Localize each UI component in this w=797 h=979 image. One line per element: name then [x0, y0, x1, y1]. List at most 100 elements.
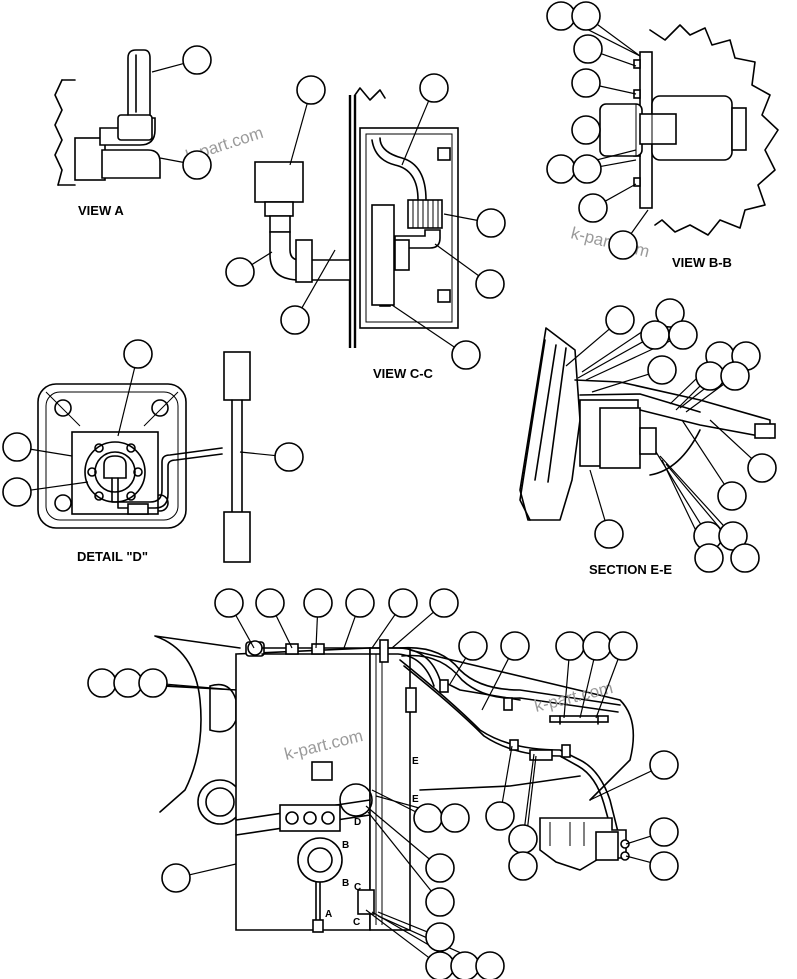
detail-d-plate-inner: [45, 391, 179, 521]
callout-balloon-33: [717, 481, 747, 511]
callout-balloon-30: [695, 361, 725, 391]
callout-leader-43: [371, 614, 396, 649]
section-e-title: SECTION E-E: [589, 562, 672, 577]
callout-leader-63: [367, 811, 432, 892]
view-c-bolt-1: [437, 147, 451, 161]
callout-balloon-51: [582, 631, 612, 661]
callout-balloon-50: [555, 631, 585, 661]
view-c-bolt-2: [437, 289, 451, 303]
detail-d-bolt-f: [126, 491, 136, 501]
view-b-clamp-inner: [639, 113, 677, 145]
callout-leader-65: [365, 909, 430, 959]
main-round-flange: [297, 837, 343, 883]
detail-d-corner-lines: [45, 391, 179, 427]
callout-balloon-64: [425, 922, 455, 952]
main-hose-clamp-2: [311, 643, 325, 655]
view-a-wall: [57, 79, 76, 186]
callout-balloon-56: [485, 801, 515, 831]
callout-balloon-16: [572, 154, 602, 184]
main-top-plug: [247, 640, 263, 656]
detail-d-hose-bottom: [223, 511, 251, 563]
callout-balloons: [2, 1, 777, 979]
callout-leader-47: [166, 683, 237, 691]
callout-leader-59: [189, 863, 237, 876]
callout-balloon-10: [546, 1, 576, 31]
view-c-pipe-coupling: [295, 239, 313, 283]
callout-balloon-47: [138, 668, 168, 698]
marker-e-top: E: [412, 756, 419, 767]
marker-d: D: [354, 817, 361, 828]
callout-balloon-4: [419, 73, 449, 103]
view-c-valve-nut: [264, 201, 294, 217]
callout-balloon-20: [2, 432, 32, 462]
callout-leader-42: [343, 615, 356, 649]
callout-balloon-49: [500, 631, 530, 661]
main-bolt-3: [321, 811, 335, 825]
callout-balloon-58: [508, 851, 538, 881]
view-a-elbow-lower: [101, 149, 161, 179]
main-bolt-2: [303, 811, 317, 825]
callout-balloon-8: [280, 305, 310, 335]
main-flange-foot: [312, 919, 324, 933]
callout-balloon-24: [655, 298, 685, 328]
view-c-wall: [348, 95, 357, 348]
callout-leader-11: [596, 23, 641, 57]
main-tank-window: [311, 761, 333, 781]
callout-balloon-18: [608, 230, 638, 260]
main-pump-head: [595, 831, 619, 861]
callout-balloon-6: [475, 269, 505, 299]
main-tank-side-lines: [375, 654, 383, 925]
detail-d-clip: [127, 503, 149, 515]
callout-leader-33: [681, 419, 725, 485]
callout-leader-13: [599, 85, 637, 95]
view-c-wall-break: [354, 87, 386, 101]
main-hose-clamp-5: [503, 697, 513, 711]
main-pump-fitting-1: [620, 839, 630, 849]
detail-d-hole-3: [54, 494, 72, 512]
callout-balloon-38: [730, 543, 760, 573]
callout-leader-57: [524, 753, 535, 826]
callout-balloon-17: [578, 193, 608, 223]
callout-leader-40: [275, 615, 293, 649]
main-flange-stem: [315, 881, 321, 921]
callout-leader-54: [625, 835, 651, 845]
marker-c-top: C: [354, 882, 361, 893]
callout-balloon-19: [123, 339, 153, 369]
callout-leader-56: [501, 745, 513, 803]
view-a: VIEW A: [54, 49, 161, 218]
callout-leader-21: [30, 481, 89, 491]
callout-balloon-3: [296, 75, 326, 105]
callout-leader-55: [625, 855, 651, 864]
marker-c-bottom: C: [353, 917, 360, 928]
callout-balloon-60: [413, 803, 443, 833]
main-side-boss: [405, 687, 417, 713]
callout-leader-51: [579, 659, 595, 719]
callout-balloon-21: [2, 477, 32, 507]
callout-leader-25: [577, 341, 644, 379]
main-round-flange-inner: [307, 847, 333, 873]
callout-balloon-26: [668, 320, 698, 350]
callout-leader-2: [159, 157, 184, 163]
callout-balloon-48: [458, 631, 488, 661]
section-e-frame: [519, 327, 581, 521]
callout-balloon-43: [388, 588, 418, 618]
view-c-cable: [371, 139, 419, 201]
section-e-hose-end: [754, 423, 776, 439]
detail-d-hose-top: [223, 351, 251, 401]
view-b-title: VIEW B-B: [672, 255, 732, 270]
callout-balloon-2: [182, 150, 212, 180]
section-e-hose: [574, 379, 771, 439]
callout-leader-3: [289, 103, 308, 166]
callout-balloon-14: [571, 115, 601, 145]
callout-leader-19: [117, 367, 136, 437]
view-a-tube: [127, 49, 151, 116]
callout-leader-22: [239, 451, 276, 457]
callout-balloon-27: [647, 355, 677, 385]
callout-leader-27: [591, 373, 649, 393]
main-hose-mid: [419, 775, 581, 791]
callout-leader-5: [443, 213, 478, 221]
main-tank: [235, 647, 371, 931]
callout-balloon-7: [225, 257, 255, 287]
